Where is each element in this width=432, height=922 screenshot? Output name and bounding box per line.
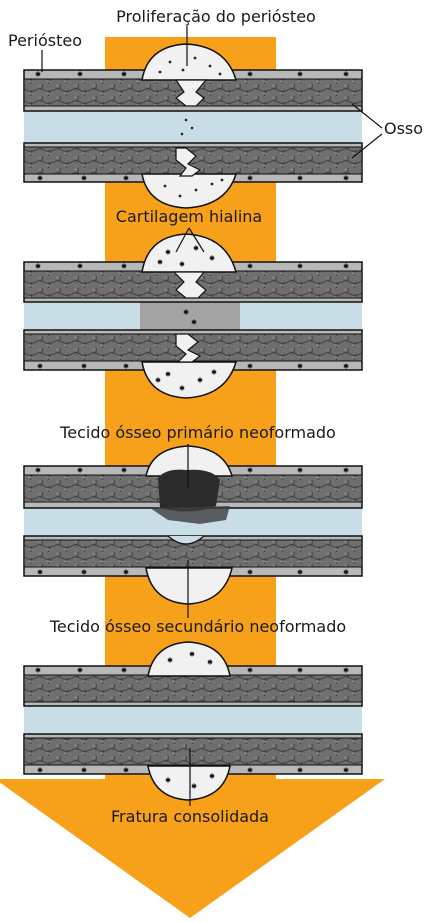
bone-upper <box>23 665 363 707</box>
label-hyaline-cartilage: Cartilagem hialina <box>116 207 262 226</box>
label-periosteum: Periósteo <box>8 31 82 50</box>
leader-line <box>351 133 383 159</box>
leader-line <box>175 227 190 253</box>
label-primary-bone: Tecido ósseo primário neoformado <box>59 423 336 442</box>
stage-3-primary-bone <box>23 445 363 605</box>
label-secondary-bone: Tecido ósseo secundário neoformado <box>49 617 346 636</box>
stage-1-periosteum-proliferation <box>23 43 363 209</box>
cartilage-shadow <box>140 294 240 338</box>
label-bone: Osso <box>384 119 423 138</box>
leader-line <box>188 227 205 253</box>
primary-bone-tissue <box>150 506 230 524</box>
label-periosteum-proliferation: Proliferação do periósteo <box>116 7 316 26</box>
fracture-line <box>175 333 202 363</box>
stage-2-hyaline-cartilage <box>23 233 363 399</box>
marrow-cavity <box>24 706 362 734</box>
bone-notch <box>167 535 205 545</box>
fracture-line <box>172 271 207 299</box>
leader-line <box>351 103 383 129</box>
fracture-line <box>175 147 202 177</box>
periosteum-callus <box>147 641 231 677</box>
periosteum-callus <box>147 765 231 801</box>
marrow-cavity <box>24 111 362 143</box>
periosteum-callus <box>141 173 238 209</box>
label-consolidated: Fratura consolidada <box>111 807 269 826</box>
stage-4-consolidated <box>23 641 363 801</box>
bone-lower <box>23 733 363 775</box>
periosteum-callus <box>141 43 238 81</box>
primary-bone-tissue <box>158 469 220 512</box>
fracture-line <box>174 79 208 107</box>
